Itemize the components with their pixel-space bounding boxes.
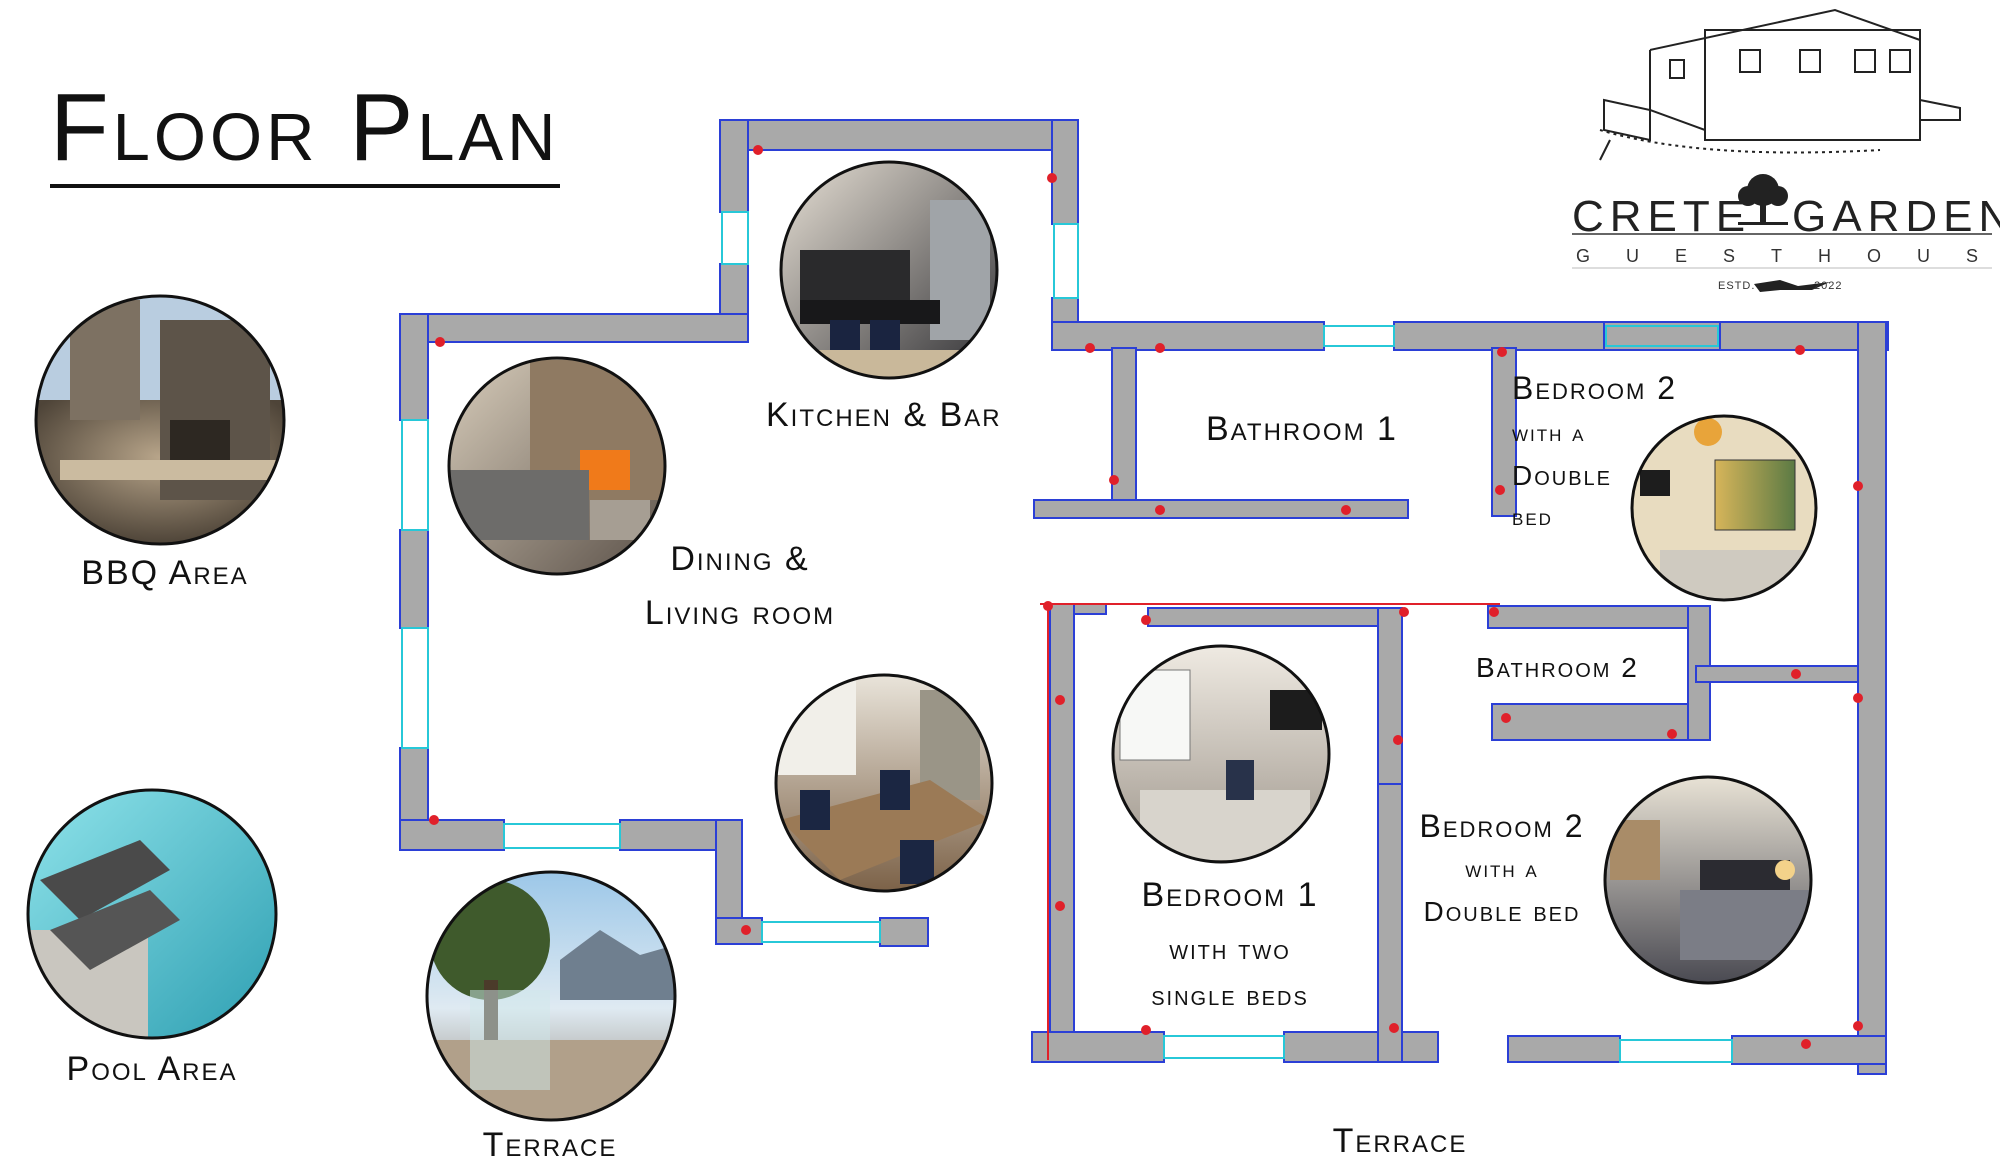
dining-photo-border	[774, 673, 994, 893]
logo-subtitle: GUESTHOUSE	[1576, 246, 2000, 266]
bedroom2-bottom-line1: with a	[1465, 856, 1539, 883]
terrace-left-label: Terrace	[482, 1126, 618, 1164]
house-logo-icon	[1599, 8, 1961, 161]
living-photo-border	[447, 356, 667, 576]
page-title: Floor Plan	[50, 80, 560, 188]
bathroom2-label: Bathroom 2	[1476, 652, 1639, 683]
dining-label-line1: Dining &	[670, 540, 810, 578]
kitchen-photo-border	[779, 160, 999, 380]
logo-estd-label: ESTD.	[1718, 280, 1756, 292]
dining-photo	[776, 675, 992, 891]
bedroom2-top-line1: with a	[1512, 420, 1586, 447]
bedroom2-bottom-photo	[1605, 777, 1811, 983]
crete-island-icon	[1754, 280, 1830, 292]
olive-tree-icon	[1738, 174, 1788, 225]
dining-label-line2: Living room	[644, 594, 836, 632]
logo-name-left: CRETE	[1572, 192, 1752, 241]
bedroom2-bottom-photo-border	[1603, 775, 1813, 985]
bedroom1-line1: with two	[1169, 934, 1291, 965]
living-photo	[449, 358, 665, 574]
kitchen-photo	[781, 162, 997, 378]
bedroom2-top-photo-border	[1630, 414, 1818, 602]
bedroom1-photo-border	[1111, 644, 1331, 864]
bedroom1-line2: single beds	[1151, 980, 1309, 1011]
dimension-markers	[429, 145, 1863, 1060]
bedroom2-top-title: Bedroom 2	[1512, 370, 1678, 406]
logo-name-right: GARDEN	[1792, 192, 2000, 241]
bedroom2-top-photo	[1632, 416, 1816, 600]
bathroom1-label: Bathroom 1	[1206, 410, 1398, 448]
windows	[401, 211, 1733, 1063]
kitchen-label: Kitchen & Bar	[766, 396, 1002, 434]
terrace-photo-border	[425, 870, 677, 1122]
walls	[399, 119, 1889, 1075]
pool-photo-border	[26, 788, 278, 1040]
bedroom1-title: Bedroom 1	[1141, 876, 1319, 914]
pool-area-label: Pool Area	[66, 1050, 238, 1088]
bedroom2-bottom-line2: Double bed	[1423, 896, 1581, 927]
bedroom2-top-line3: bed	[1512, 504, 1553, 531]
bedroom2-bottom-title: Bedroom 2	[1419, 808, 1585, 844]
terrace-bottom-label: Terrace	[1332, 1122, 1468, 1160]
bbq-photo-border	[34, 294, 286, 546]
bedroom2-top-line2: Double	[1512, 460, 1613, 491]
bbq-area-label: BBQ Area	[81, 554, 249, 592]
logo-estd-year: 2022	[1814, 280, 1843, 292]
terrace-photo	[427, 872, 675, 1120]
